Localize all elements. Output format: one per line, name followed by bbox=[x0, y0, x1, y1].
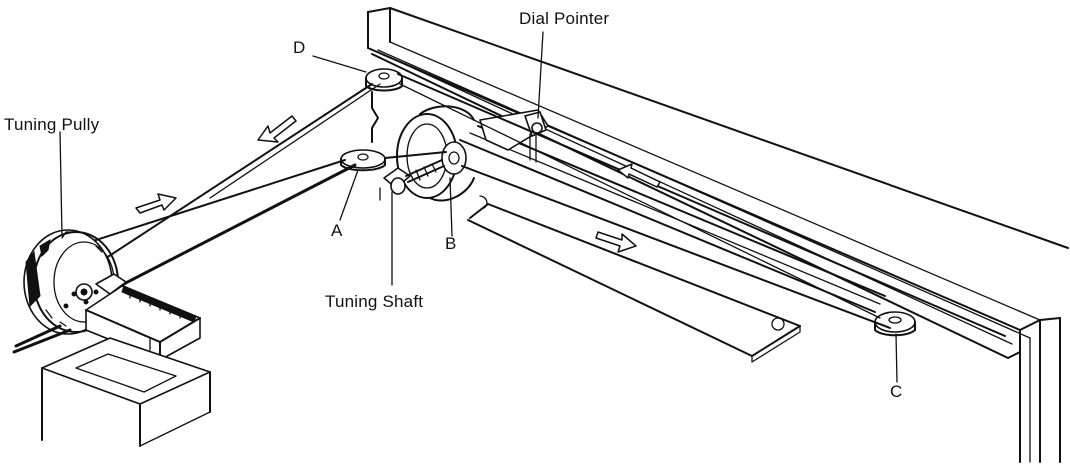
tuning-shaft-label: Tuning Shaft bbox=[325, 292, 423, 311]
plate-hole bbox=[771, 317, 785, 331]
leader-lines bbox=[59, 31, 898, 383]
pulley-b-label: B bbox=[445, 234, 457, 253]
arrow-right-icon bbox=[135, 193, 177, 214]
pulley-b bbox=[441, 141, 467, 175]
pulley-c-label: C bbox=[890, 382, 902, 401]
pulley-a-label: A bbox=[331, 221, 343, 240]
pulley-bracket bbox=[371, 91, 381, 201]
chassis-box bbox=[41, 337, 211, 447]
arrow-right-lower-icon bbox=[595, 231, 637, 253]
tuning-pully-label: Tuning Pully bbox=[4, 115, 100, 134]
arrow-up-left-icon bbox=[257, 115, 297, 143]
arrow-left-icon bbox=[617, 163, 661, 188]
direction-arrows bbox=[135, 115, 661, 253]
dial-pointer-label: Dial Pointer bbox=[519, 9, 609, 28]
dial-pointer bbox=[479, 109, 549, 163]
lower-plate bbox=[467, 195, 801, 363]
dial-scale-plate bbox=[371, 53, 1021, 359]
pulley-d-label: D bbox=[293, 38, 305, 57]
dial-cord bbox=[64, 73, 1006, 337]
cabinet-frame bbox=[367, 7, 1069, 463]
tuning-shaft bbox=[383, 159, 445, 286]
pulley-d bbox=[365, 68, 403, 92]
